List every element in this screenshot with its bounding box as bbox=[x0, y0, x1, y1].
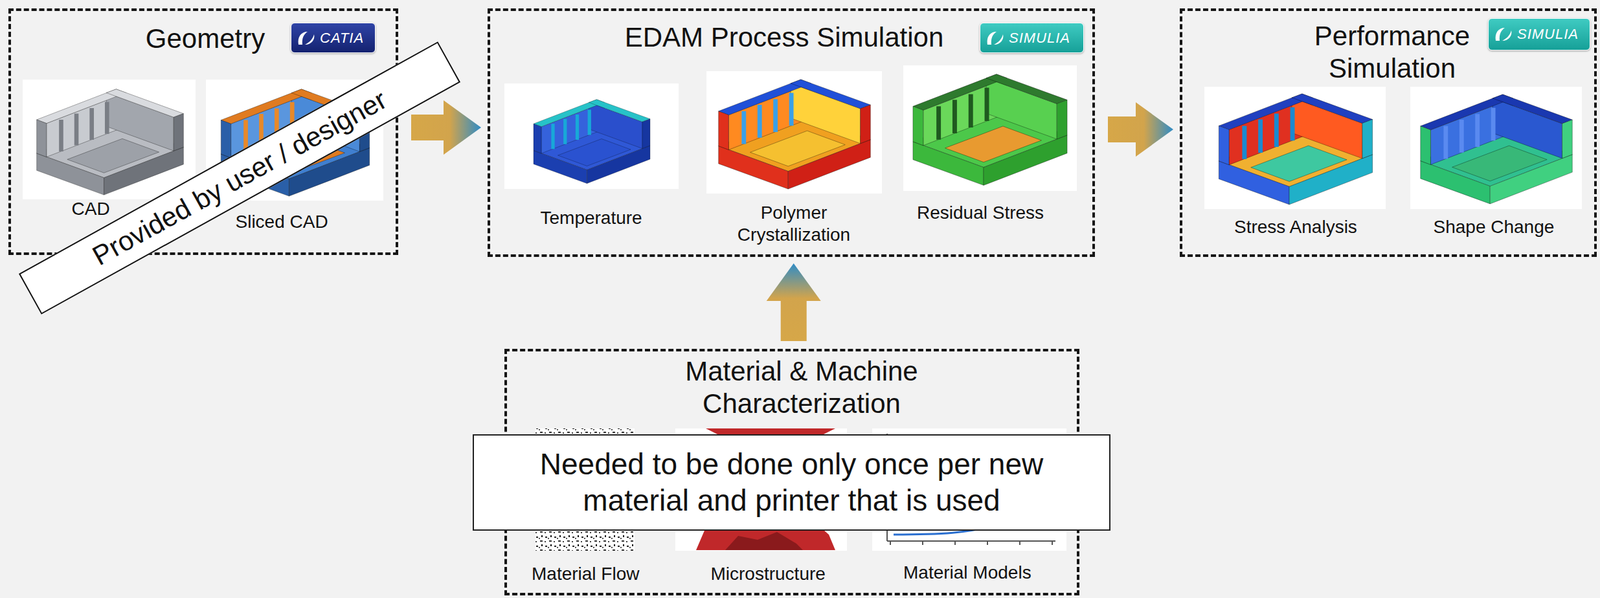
brand-name: SIMULIA bbox=[1008, 29, 1071, 47]
note-box: Needed to be done only once per new mate… bbox=[472, 434, 1111, 531]
brand-mark-stroke bbox=[993, 34, 1003, 45]
brand-logo: SIMULIA bbox=[1487, 18, 1591, 51]
brand-name: SIMULIA bbox=[1517, 25, 1579, 43]
brand-mark-stroke bbox=[987, 31, 997, 45]
image-caption: Material Models bbox=[903, 562, 1032, 585]
block-arrow bbox=[766, 263, 822, 342]
box-heading: Geometry bbox=[121, 22, 290, 56]
image-caption: Polymer Crystallization bbox=[722, 202, 866, 246]
image-caption: Temperature bbox=[540, 207, 643, 230]
brand-logo: CATIA bbox=[290, 22, 376, 54]
image-caption: CAD bbox=[71, 198, 111, 221]
brand-mark-stroke bbox=[304, 34, 315, 45]
note-text: Needed to be done only once per new mate… bbox=[489, 446, 1094, 519]
image-caption: Shape Change bbox=[1433, 216, 1555, 239]
block-arrow bbox=[1107, 102, 1174, 157]
crystallization-image bbox=[718, 79, 871, 190]
brand-mark-stroke bbox=[1495, 27, 1505, 41]
brand-mark bbox=[984, 29, 1006, 48]
box-heading: Performance Simulation bbox=[1295, 20, 1490, 86]
image-caption: Material Flow bbox=[531, 563, 640, 586]
box-heading: Material & Machine Characterization bbox=[613, 355, 990, 421]
block-arrow bbox=[411, 100, 482, 155]
brand-mark bbox=[295, 29, 317, 48]
box-heading: EDAM Process Simulation bbox=[589, 21, 979, 54]
brand-mark-stroke bbox=[298, 31, 308, 45]
cad-image bbox=[36, 89, 184, 195]
image-caption: Sliced CAD bbox=[235, 211, 329, 234]
stress-analysis-image bbox=[1218, 93, 1373, 205]
shape-change-image bbox=[1420, 94, 1573, 204]
brand-mark-stroke bbox=[1502, 30, 1512, 41]
brand-mark bbox=[1493, 25, 1514, 44]
residual-stress-image bbox=[912, 74, 1068, 186]
temperature-image bbox=[533, 99, 651, 184]
image-caption: Residual Stress bbox=[916, 202, 1044, 225]
brand-logo: SIMULIA bbox=[979, 22, 1084, 54]
image-caption: Stress Analysis bbox=[1234, 216, 1358, 239]
image-caption: Microstructure bbox=[710, 563, 826, 586]
brand-name: CATIA bbox=[319, 29, 364, 47]
